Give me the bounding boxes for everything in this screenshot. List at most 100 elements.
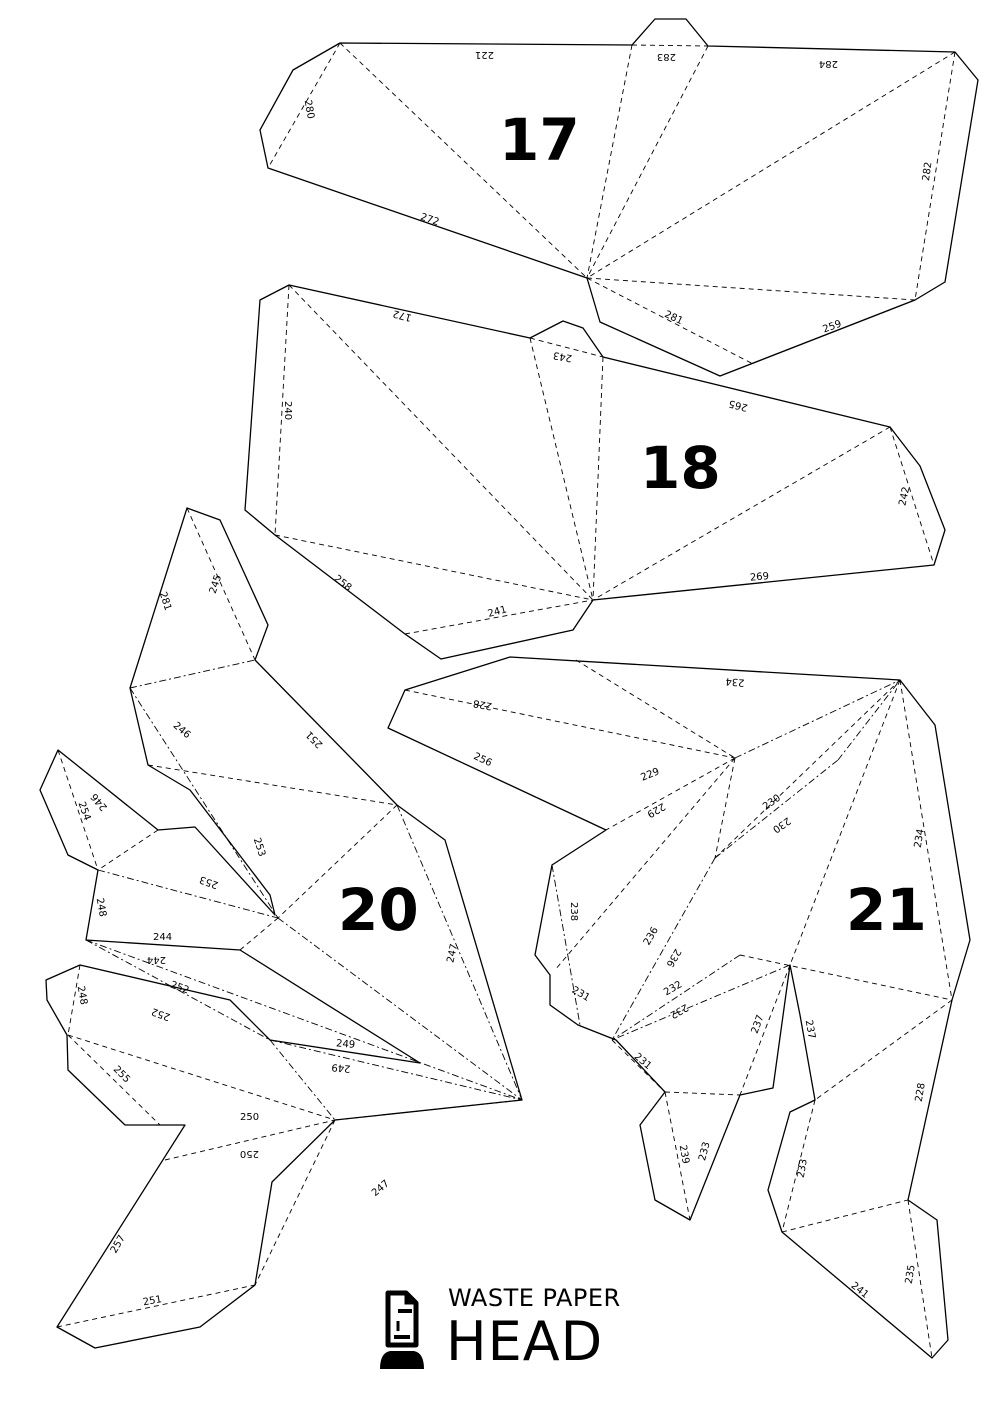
piece-17-fold: [586, 44, 633, 279]
piece-17-fold: [586, 277, 756, 366]
piece-18-fold: [592, 356, 604, 601]
edge-label: 240: [282, 401, 293, 420]
edge-label: 253: [198, 873, 220, 890]
head-logo-icon: [380, 1290, 424, 1369]
edge-label: 284: [819, 58, 838, 69]
piece-21-fold: [404, 689, 736, 759]
piece-number: 21: [846, 876, 927, 944]
edge-label: 281: [663, 309, 685, 327]
edge-label: 251: [142, 1294, 163, 1308]
piece-21-fold: [789, 679, 901, 966]
piece-21-fold: [611, 954, 741, 1041]
piece-21-fold: [611, 964, 791, 1041]
piece-20-fold: [85, 939, 271, 1041]
edge-label: 281: [157, 591, 173, 613]
edge-label: 242: [897, 486, 912, 507]
edge-label: 265: [728, 397, 749, 413]
piece-number: 17: [499, 106, 580, 174]
piece-21-fold: [554, 757, 736, 971]
edge-label: 239: [677, 1144, 691, 1165]
piece-20-fold: [164, 1119, 336, 1161]
edge-label: 246: [89, 791, 110, 813]
piece-21-fold: [734, 679, 901, 759]
piece-17-fold: [914, 51, 956, 301]
edge-label: 231: [570, 985, 592, 1004]
edge-label: 250: [240, 1148, 259, 1159]
piece-18-fold: [404, 599, 594, 635]
piece-20-fold: [396, 804, 523, 1101]
edge-label: 249: [336, 1038, 356, 1051]
piece-18-fold: [592, 426, 891, 601]
edge-label: 269: [750, 571, 770, 584]
edge-label: 252: [150, 1005, 172, 1022]
edge-label: 230: [770, 815, 792, 835]
edge-label: 248: [75, 985, 89, 1006]
piece-21-fold: [664, 1091, 691, 1221]
piece-21-fold: [551, 864, 581, 1026]
piece-21-fold: [664, 1091, 741, 1096]
edge-label: 228: [472, 697, 493, 711]
piece-20-fold: [239, 917, 279, 951]
piece-21-fold: [739, 954, 953, 1001]
piece-17-outline: [259, 18, 979, 377]
edge-label: 232: [668, 1001, 690, 1020]
edge-label: 234: [725, 675, 745, 688]
edge-label: 244: [147, 954, 166, 965]
edge-label: 249: [331, 1061, 351, 1074]
piece-20-fold: [129, 687, 279, 919]
edge-label: 258: [332, 573, 354, 593]
edge-label: 229: [639, 766, 661, 783]
edge-label: 232: [662, 979, 684, 998]
edge-label: 282: [921, 161, 935, 181]
piece-18-fold: [529, 337, 604, 358]
piece-20-fold: [147, 764, 398, 806]
piece-17-fold: [267, 42, 341, 169]
edge-label: 253: [251, 837, 267, 859]
piece-21-fold: [611, 857, 716, 1041]
piece-18-outline: [244, 284, 946, 660]
piece-18-fold: [529, 337, 594, 601]
piece-21-fold: [781, 1199, 909, 1233]
piece-21-fold: [814, 999, 953, 1101]
piece-21-fold: [611, 1039, 666, 1093]
edge-label: 245: [208, 574, 224, 596]
piece-21-fold: [899, 679, 953, 1001]
edge-label: 233: [796, 1158, 810, 1179]
edge-label: 228: [914, 1082, 928, 1103]
edge-label: 236: [642, 925, 661, 947]
piece-20-fold: [67, 1034, 161, 1126]
edge-label: 280: [302, 99, 316, 120]
piece-20-fold: [269, 1039, 336, 1121]
piece-20-fold: [56, 1284, 256, 1328]
edge-label: 251: [304, 728, 325, 749]
piece-17-fold: [631, 44, 709, 47]
piece-21-fold: [714, 759, 839, 859]
piece-number: 20: [338, 876, 419, 944]
logo-line-1: WASTE PAPER: [448, 1284, 621, 1312]
edge-label: 237: [750, 1014, 767, 1036]
edge-label: 234: [913, 828, 927, 849]
piece-18: 18 172 243 265 240 242 258 241 269: [244, 284, 946, 660]
piece-20: 20 281 245 251 246 254 246 253 253 248 2…: [39, 507, 523, 1349]
piece-20-fold: [57, 749, 99, 871]
edge-label: 243: [552, 349, 573, 363]
piece-20-fold: [67, 964, 81, 1036]
piece-20-outline: [39, 507, 523, 1349]
piece-21-fold: [739, 964, 791, 1096]
piece-21-fold: [837, 679, 901, 761]
piece-20-fold: [277, 917, 523, 1101]
edge-label: 172: [392, 307, 413, 323]
edge-label: 221: [475, 49, 494, 60]
piece-18-fold: [274, 284, 290, 536]
edge-label: 247: [445, 943, 460, 964]
piece-20-fold: [186, 507, 256, 661]
piece-20-fold: [97, 869, 279, 919]
edge-label: 230: [761, 793, 783, 813]
piece-18-fold: [889, 426, 935, 566]
edge-label: 238: [568, 902, 579, 921]
edge-label: 255: [111, 1064, 132, 1085]
piece-18-fold: [274, 534, 594, 601]
piece-21-fold: [575, 659, 736, 759]
edge-label: 237: [803, 1019, 817, 1040]
